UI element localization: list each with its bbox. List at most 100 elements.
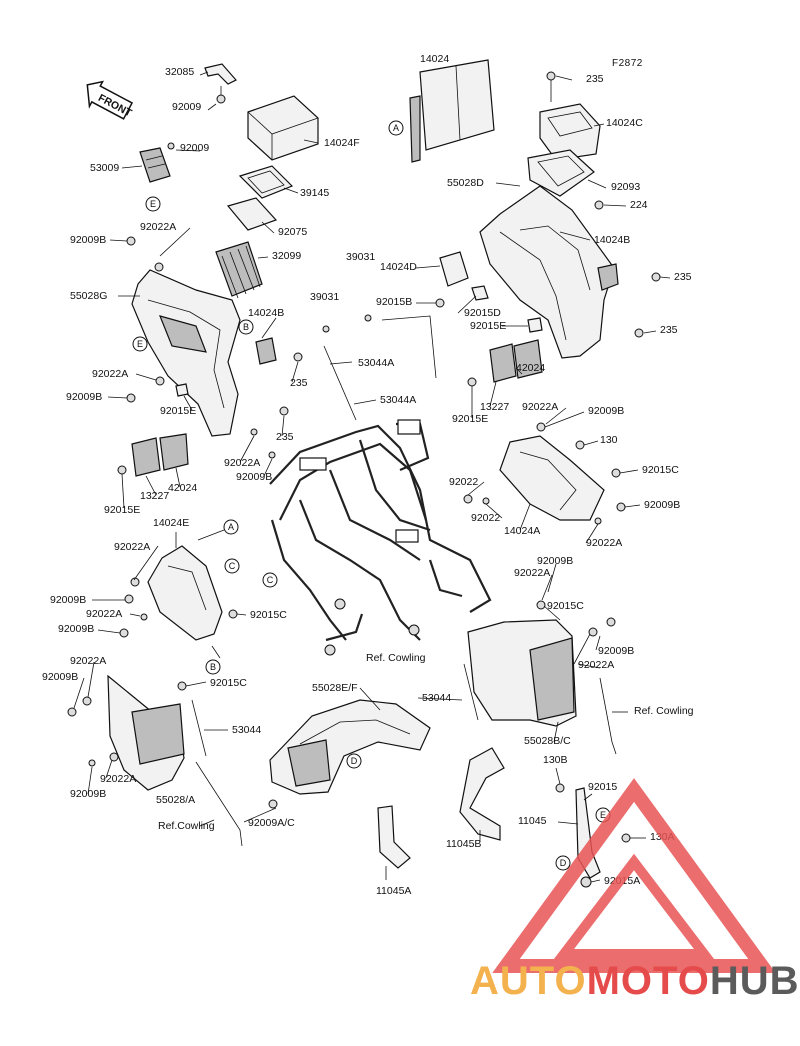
part-label-p65: 92009B (42, 671, 78, 683)
part-label-p77: 11045 (518, 815, 547, 827)
part-label-p29: 92022A (92, 368, 128, 380)
part-label-p21: 55028G (70, 290, 107, 302)
part-label-p64: 92022A (70, 655, 106, 667)
callout-A-2: A (223, 519, 239, 535)
part-label-p62: Ref. Cowling (366, 652, 426, 664)
part-label-p54: 92009B (537, 555, 573, 567)
leader-lines (73, 71, 671, 883)
diagram-code: F2872 (612, 58, 643, 69)
part-label-p41: 92022A (224, 457, 260, 469)
part-label-p40: 130 (600, 434, 618, 446)
part-label-p76: 55028/A (156, 794, 195, 806)
part-label-p30: 235 (290, 377, 308, 389)
front-arrow-icon: FRONT (86, 80, 134, 120)
part-label-p34: 13227 (480, 401, 509, 413)
part-label-p38: 92015E (452, 413, 488, 425)
part-label-p63: 92022A (578, 659, 614, 671)
part-label-p44: 92022 (449, 476, 478, 488)
svg-text:D: D (560, 858, 567, 868)
part-label-p25: 92015D (464, 307, 501, 319)
part-label-p03: 14024 (420, 53, 449, 65)
part-label-p75: 92015 (588, 781, 617, 793)
watermark-auto: AUTO (470, 959, 587, 1003)
part-label-p81: 11045B (446, 838, 481, 850)
part-label-p58: 92022A (86, 608, 122, 620)
part-label-p60: 92009B (58, 623, 94, 635)
part-label-p09: 39145 (300, 187, 329, 199)
part-label-p71: 55028B/C (524, 735, 571, 747)
part-label-p39: 235 (276, 431, 294, 443)
part-label-p28: 53044A (358, 357, 394, 369)
part-label-p70: 53044 (232, 724, 261, 736)
part-label-p10: 55028D (447, 177, 484, 189)
part-label-p04: 235 (586, 73, 604, 85)
part-label-p55: 92022A (514, 567, 550, 579)
part-label-p32: 92009B (66, 391, 102, 403)
callout-C-1: C (224, 558, 240, 574)
callout-E-2: E (132, 336, 148, 352)
svg-text:E: E (600, 810, 606, 820)
part-label-p36: 92009B (588, 405, 624, 417)
part-label-p79: 92009A/C (248, 817, 295, 829)
svg-text:D: D (351, 756, 358, 766)
watermark: AUTOMOTOHUB (470, 778, 800, 1003)
svg-text:A: A (228, 522, 234, 532)
part-label-p05: 14024C (606, 117, 643, 129)
callout-E-1: E (145, 196, 161, 212)
part-label-p24: 14024B (248, 307, 284, 319)
part-label-p46: 42024 (168, 482, 197, 494)
svg-text:B: B (210, 662, 216, 672)
part-label-p43: 92009B (236, 471, 272, 483)
part-label-p12: 224 (630, 199, 648, 211)
part-label-p52: 92022A (586, 537, 622, 549)
svg-text:A: A (393, 123, 399, 133)
part-label-p01: 32085 (165, 66, 194, 78)
main-frame (269, 419, 492, 656)
callout-D-1: D (346, 753, 362, 769)
svg-text:C: C (229, 561, 236, 571)
svg-text:AUTOMOTOHUB: AUTOMOTOHUB (470, 959, 800, 1003)
part-shapes (67, 59, 661, 888)
part-label-p08: 53009 (90, 162, 119, 174)
part-label-p66: 92015C (210, 677, 247, 689)
part-label-p37: 92015E (160, 405, 196, 417)
part-label-p16: 14024B (594, 234, 630, 246)
part-label-p50: 14024A (504, 525, 540, 537)
callout-B-1: B (238, 319, 254, 335)
part-label-p35: 92022A (522, 401, 558, 413)
part-label-p83: 11045A (376, 885, 411, 897)
part-label-p22: 39031 (310, 291, 339, 303)
part-label-p18: 39031 (346, 251, 375, 263)
svg-text:E: E (137, 339, 143, 349)
part-label-p61: 92009B (598, 645, 634, 657)
part-label-p57: 92015C (547, 600, 584, 612)
part-label-p23: 92015B (376, 296, 412, 308)
part-label-p68: 53044 (422, 692, 451, 704)
part-label-p42: 92015C (642, 464, 679, 476)
part-label-p47: 92022 (471, 512, 500, 524)
part-labels: 32085920091402423514024C14024F9200953009… (42, 53, 694, 897)
part-label-p67: 55028E/F (312, 682, 358, 694)
callout-A-1: A (388, 120, 404, 136)
callout-layer: A E B E A C C B D E D (132, 120, 611, 871)
watermark-triangle-icon (492, 778, 776, 973)
svg-text:C: C (267, 575, 274, 585)
part-label-p49: 92015E (104, 504, 140, 516)
part-label-p14: 92022A (140, 221, 176, 233)
callout-D-2: D (555, 855, 571, 871)
part-label-p02: 92009 (172, 101, 201, 113)
part-label-p31: 42024 (516, 362, 545, 374)
part-label-p74: 92009B (70, 788, 106, 800)
part-label-p73: 130B (543, 754, 568, 766)
watermark-moto: MOTO (587, 959, 710, 1003)
part-label-p27: 235 (660, 324, 678, 336)
callout-B-2: B (205, 659, 221, 675)
part-label-p11: 92093 (611, 181, 640, 193)
part-label-p69: Ref. Cowling (634, 705, 694, 717)
part-label-p19: 14024D (380, 261, 417, 273)
svg-text:B: B (243, 322, 249, 332)
part-label-p15: 92009B (70, 234, 106, 246)
svg-text:E: E (150, 199, 156, 209)
part-label-p20: 235 (674, 271, 692, 283)
